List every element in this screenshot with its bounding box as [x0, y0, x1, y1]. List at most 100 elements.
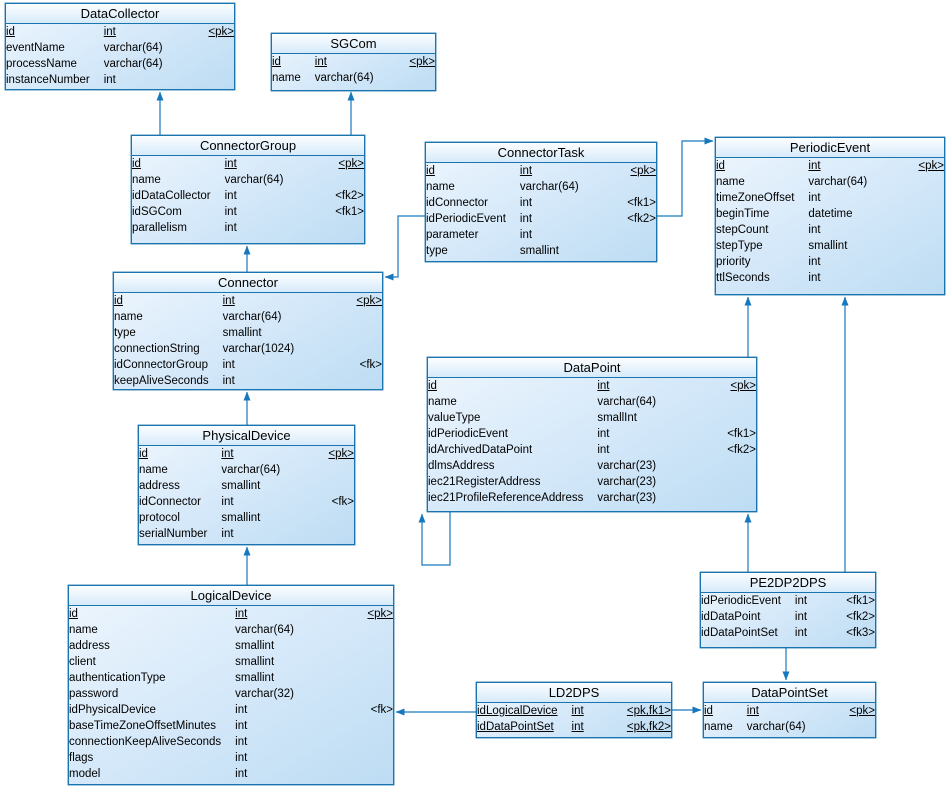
relationship-datapoint-datapoint[interactable] [418, 512, 451, 566]
column-key: <fk1> [846, 595, 875, 607]
column-name: idPeriodicEvent [428, 428, 508, 440]
column-type: varchar(64) [221, 464, 281, 476]
column-key: <fk> [370, 704, 393, 716]
column-key: <pk,fk2> [626, 721, 671, 733]
column-type: int [794, 627, 808, 639]
column-name: id [428, 380, 437, 392]
column-type: varchar(64) [597, 396, 657, 408]
column-key [302, 654, 393, 670]
column-name: id [132, 158, 141, 170]
column-key: <pk> [356, 295, 382, 307]
column-type: int [794, 595, 808, 607]
column-name: iec21ProfileReferenceAddress [428, 492, 584, 504]
column-name: processName [6, 58, 77, 70]
relationship-connectortask-connector[interactable] [384, 215, 425, 281]
column-type: varchar(23) [597, 492, 657, 504]
column-type: int [221, 496, 234, 508]
column-type: varchar(32) [235, 688, 294, 700]
column-key [302, 373, 382, 389]
relationship-connectortask-periodicevent[interactable] [657, 137, 714, 217]
column-key [587, 227, 656, 243]
column-name: address [139, 480, 180, 492]
column-name: id [139, 448, 148, 460]
column-type: int [808, 160, 821, 172]
table-title: PE2DP2DPS [701, 573, 875, 593]
column-name: idPhysicalDevice [69, 704, 156, 716]
column-type: varchar(64) [222, 311, 282, 323]
column-key: <fk3> [846, 627, 875, 639]
column-type: int [103, 74, 116, 86]
column-key [875, 174, 944, 190]
column-key [288, 462, 354, 478]
column-name: authenticationType [69, 672, 166, 684]
column-type: int [221, 528, 234, 540]
column-key [302, 622, 393, 638]
column-type: int [103, 26, 116, 38]
column-key [302, 686, 393, 702]
column-key: <fk1> [627, 197, 656, 209]
column-key: <pk> [730, 380, 756, 392]
column-name: idSGCom [132, 206, 182, 218]
column-type: varchar(64) [746, 721, 806, 733]
column-name: idConnector [426, 197, 489, 209]
column-type: int [235, 768, 248, 780]
column-name: beginTime [716, 208, 770, 220]
column-name: connectionString [114, 343, 200, 355]
column-name: parallelism [132, 222, 187, 234]
table-title: DataPointSet [704, 683, 875, 703]
column-name: name [114, 311, 143, 323]
column-key [288, 526, 354, 542]
column-name: idPeriodicEvent [701, 595, 781, 607]
column-name: client [69, 656, 96, 668]
column-key [875, 206, 944, 222]
column-key: <fk2> [846, 611, 875, 623]
column-type: int [746, 705, 759, 717]
column-name: idConnector [139, 496, 202, 508]
column-key [664, 458, 756, 474]
column-name: model [69, 768, 101, 780]
column-type: varchar(1024) [222, 343, 295, 355]
column-name: eventName [6, 42, 65, 54]
column-type: varchar(23) [597, 476, 657, 488]
column-key [302, 750, 393, 766]
column-type: varchar(64) [103, 58, 163, 70]
column-name: password [69, 688, 119, 700]
column-type: smallint [221, 512, 261, 524]
column-type: int [808, 272, 821, 284]
column-type: int [235, 736, 248, 748]
table-title: LD2DPS [477, 683, 671, 703]
